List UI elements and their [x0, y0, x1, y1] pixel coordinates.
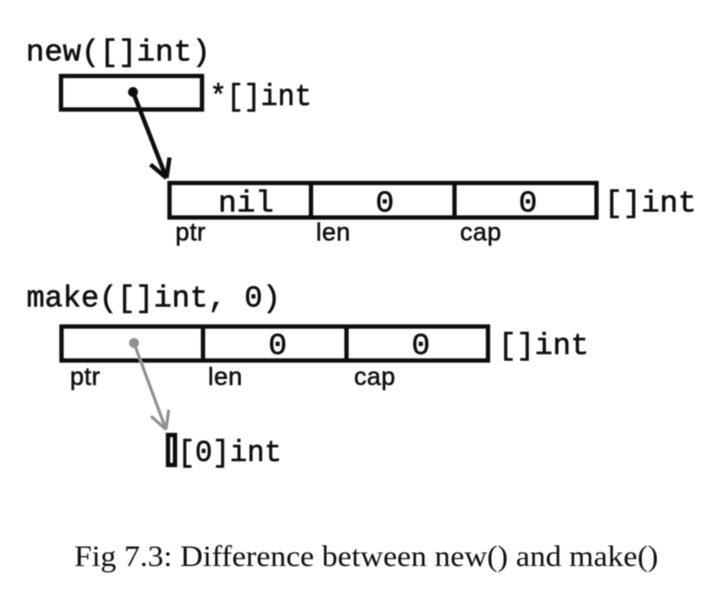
svg-text:0: 0	[268, 329, 287, 364]
svg-text:0: 0	[375, 187, 394, 222]
svg-text:len: len	[316, 219, 351, 247]
svg-text:ptr: ptr	[175, 219, 205, 247]
svg-text:nil: nil	[218, 187, 274, 222]
svg-text:new([]int): new([]int)	[26, 36, 211, 71]
svg-text:0: 0	[519, 187, 538, 222]
svg-text:ptr: ptr	[70, 363, 100, 391]
svg-text:Fig 7.3: Difference between ne: Fig 7.3: Difference between new() and ma…	[74, 540, 658, 573]
svg-text:[]int: []int	[498, 329, 589, 364]
svg-text:*[]int: *[]int	[210, 80, 312, 115]
svg-text:[]int: []int	[604, 187, 696, 222]
svg-text:cap: cap	[460, 219, 502, 247]
svg-text:len: len	[208, 363, 243, 391]
svg-text:cap: cap	[354, 363, 396, 391]
svg-text:0: 0	[411, 329, 430, 364]
svg-text:[0]int: [0]int	[178, 436, 282, 471]
svg-text:make([]int, 0): make([]int, 0)	[27, 282, 281, 317]
